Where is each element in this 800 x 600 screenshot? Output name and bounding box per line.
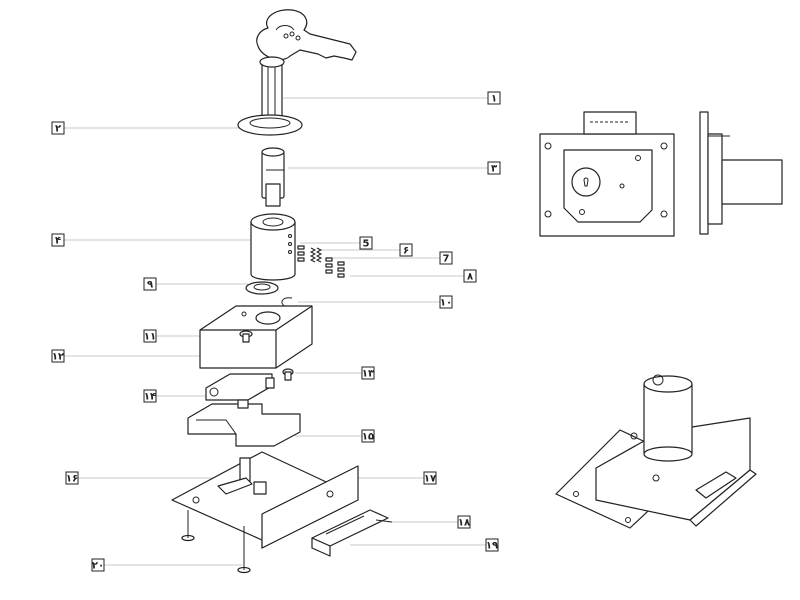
callout-10: ۱۰ xyxy=(439,295,453,309)
slide-bolt-carrier xyxy=(187,399,301,447)
callout-1: ۱ xyxy=(487,91,501,105)
callout-box xyxy=(439,251,453,265)
callout-box xyxy=(143,329,157,343)
callout-label: ۲ xyxy=(55,124,61,135)
side-view xyxy=(699,111,783,235)
callout-label: ۶ xyxy=(403,246,409,257)
cam-lever xyxy=(217,457,267,495)
callout-4: ۴ xyxy=(51,233,65,247)
callout-12: ۱۲ xyxy=(51,349,65,363)
callout-label: 7 xyxy=(443,254,450,265)
callout-8: ۸ xyxy=(463,269,477,283)
callout-box xyxy=(463,269,477,283)
callout-box xyxy=(485,538,499,552)
callout-label: ۹ xyxy=(147,280,153,291)
callout-box xyxy=(51,233,65,247)
callout-label: ۱۴ xyxy=(144,392,156,403)
callout-label: 5 xyxy=(363,239,370,250)
assembled-view xyxy=(555,374,757,529)
callout-2: ۲ xyxy=(51,121,65,135)
striker-plate xyxy=(311,509,393,557)
cylinder-shank xyxy=(259,56,285,123)
callout-label: ۱۳ xyxy=(362,369,374,380)
callout-box xyxy=(399,243,413,257)
callout-label: ۱ xyxy=(491,94,497,105)
callout-label: ۱۰ xyxy=(440,298,452,309)
callout-label: ۱۵ xyxy=(362,432,374,443)
callout-box xyxy=(359,236,373,250)
front-view xyxy=(539,111,675,237)
key-part xyxy=(256,9,357,61)
leader-lines xyxy=(64,97,488,566)
callout-box xyxy=(91,558,105,572)
callout-9: ۹ xyxy=(143,277,157,291)
callout-box xyxy=(143,389,157,403)
callout-label: ۱۱ xyxy=(144,332,156,343)
callout-11: ۱۱ xyxy=(143,329,157,343)
callout-box xyxy=(487,161,501,175)
callout-13: ۱۳ xyxy=(361,366,375,380)
callout-label: ۴ xyxy=(55,236,61,247)
callout-5: 5 xyxy=(359,236,373,250)
mounting-screws xyxy=(181,510,251,574)
callout-label: ۲۰ xyxy=(92,561,104,572)
callout-box xyxy=(423,471,437,485)
rivet-13 xyxy=(282,368,294,381)
callout-box xyxy=(361,429,375,443)
callout-16: ۱۶ xyxy=(65,471,79,485)
callout-7: 7 xyxy=(439,251,453,265)
callout-label: ۱۹ xyxy=(486,541,498,552)
callout-label: ۱۸ xyxy=(458,518,470,529)
base-plate xyxy=(171,451,359,549)
screw-11 xyxy=(239,330,253,343)
callout-18: ۱۸ xyxy=(457,515,471,529)
cylinder-housing xyxy=(250,213,296,281)
callout-20: ۲۰ xyxy=(91,558,105,572)
callout-19: ۱۹ xyxy=(485,538,499,552)
callout-3: ۳ xyxy=(487,161,501,175)
callout-17: ۱۷ xyxy=(423,471,437,485)
callout-14: ۱۴ xyxy=(143,389,157,403)
callout-label: ۱۶ xyxy=(66,474,78,485)
escutcheon-ring xyxy=(237,114,303,136)
callout-box xyxy=(439,295,453,309)
callout-box xyxy=(51,349,65,363)
callout-box xyxy=(65,471,79,485)
callout-box xyxy=(487,91,501,105)
callout-label: ۱۷ xyxy=(424,474,436,485)
callout-box xyxy=(143,277,157,291)
callout-box xyxy=(361,366,375,380)
callout-label: ۱۲ xyxy=(52,352,64,363)
callout-15: ۱۵ xyxy=(361,429,375,443)
cylinder-plug xyxy=(261,147,285,207)
callout-box xyxy=(457,515,471,529)
lever-plate xyxy=(205,373,275,401)
cover-block xyxy=(199,305,313,369)
pin-tumblers xyxy=(297,245,345,278)
callout-6: ۶ xyxy=(399,243,413,257)
retaining-washer xyxy=(245,281,279,295)
callout-box xyxy=(51,121,65,135)
callout-label: ۸ xyxy=(467,272,473,283)
callout-label: ۳ xyxy=(491,164,497,175)
